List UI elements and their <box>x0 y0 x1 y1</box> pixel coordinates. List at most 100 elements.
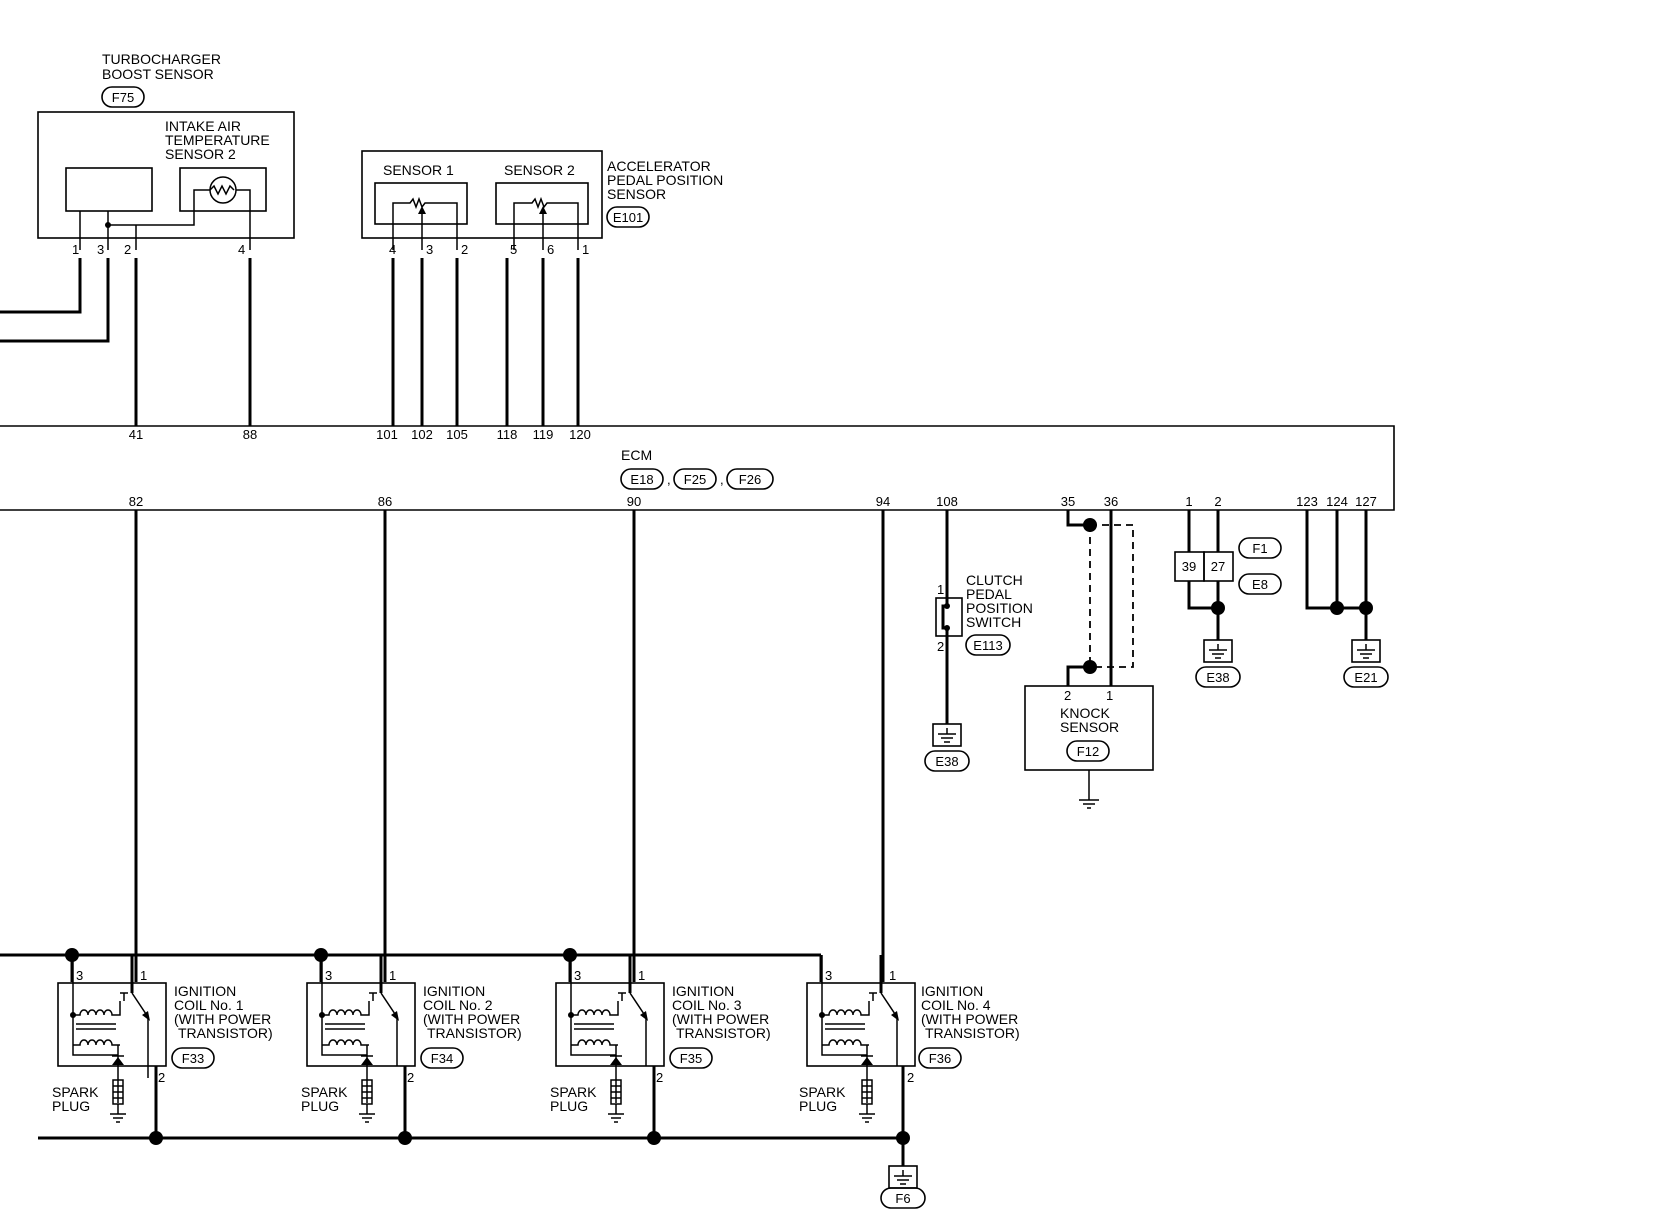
coil3-pin-3: 3 <box>574 968 581 983</box>
ecm-connector-f26: F26 <box>739 472 761 487</box>
ecm-pin-102: 102 <box>411 427 433 442</box>
ecm-pin-123: 123 <box>1296 494 1318 509</box>
coil1-pin-3: 3 <box>76 968 83 983</box>
potentiometer-icon <box>392 196 458 250</box>
accel-s1-pin-3: 3 <box>426 242 433 257</box>
ignition-coil-4: 3 1 2 IGNITION COIL No. 4 (WITH POWER TR… <box>799 953 1020 1138</box>
boost-sensor-element <box>65 167 153 212</box>
boost-sensor-title-1: TURBOCHARGER <box>102 51 221 67</box>
ground-e38-badge-1[interactable] <box>924 750 970 772</box>
accel-s2-pin-5: 5 <box>510 242 517 257</box>
accel-sensor-title-2: PEDAL POSITION <box>607 172 723 188</box>
coil1-connector-badge[interactable] <box>171 1047 215 1069</box>
boost-sensor-box <box>37 111 295 239</box>
coil4-label-1: IGNITION <box>921 983 983 999</box>
accel-s1-pin-4: 4 <box>389 242 396 257</box>
clutch-label-4: SWITCH <box>966 614 1021 630</box>
junction-f1-badge[interactable] <box>1238 537 1282 559</box>
knock-label-1: KNOCK <box>1060 705 1110 721</box>
knock-connector-label: F12 <box>1077 744 1099 759</box>
clutch-switch-group: 1 2 CLUTCH PEDAL POSITION SWITCH E113 E3… <box>924 510 1033 772</box>
ground-e38-label-2: E38 <box>1206 670 1229 685</box>
wire-boost-pin1 <box>0 258 82 314</box>
ground-f6-badge[interactable] <box>880 1187 926 1209</box>
junction-e8-badge[interactable] <box>1238 573 1282 595</box>
coil2-label-3: (WITH POWER <box>423 1011 520 1027</box>
boost-pin-1: 1 <box>72 242 79 257</box>
knock-sensor-group: 2 1 KNOCK SENSOR F12 <box>1024 510 1154 809</box>
coil3-connector-label: F35 <box>680 1051 702 1066</box>
clutch-connector-label: E113 <box>973 638 1002 653</box>
boost-sensor-connector-label: F75 <box>112 90 134 105</box>
ground-symbol-icon <box>1351 639 1381 663</box>
ecm-connector-e18-badge[interactable] <box>620 468 664 490</box>
ecm-pin-35: 35 <box>1061 494 1075 509</box>
ground-symbol-icon <box>888 1165 918 1189</box>
spark-plug-4-label-2: PLUG <box>799 1098 837 1114</box>
ecm-pin-118: 118 <box>497 427 518 442</box>
iat-pin-4: 4 <box>238 242 245 257</box>
accelerator-sensor-box <box>361 150 603 239</box>
ecm-label: ECM <box>621 447 652 463</box>
clutch-connector-badge[interactable] <box>965 634 1011 656</box>
coil2-label-1: IGNITION <box>423 983 485 999</box>
svg-text:,: , <box>720 472 724 487</box>
accel-sensor1-label: SENSOR 1 <box>383 162 454 178</box>
coil1-label-4: TRANSISTOR) <box>178 1025 273 1041</box>
ecm-pin-124: 124 <box>1326 494 1348 509</box>
knock-label-2: SENSOR <box>1060 719 1119 735</box>
coil1-label-2: COIL No. 1 <box>174 997 244 1013</box>
ignition-coil-2: 3 1 2 IGNITION COIL No. 2 (WITH POWER TR… <box>301 953 522 1138</box>
ecm-pin-127: 127 <box>1355 494 1377 509</box>
coil2-label-2: COIL No. 2 <box>423 997 493 1013</box>
accel-sensor-title-1: ACCELERATOR <box>607 158 711 174</box>
ecm-pin-101: 101 <box>376 427 398 442</box>
coil2-pin-3: 3 <box>325 968 332 983</box>
knock-connector-badge[interactable] <box>1066 740 1110 762</box>
clutch-label-3: POSITION <box>966 600 1033 616</box>
iat-sensor-label-2: TEMPERATURE <box>165 132 270 148</box>
boost-pin-2: 2 <box>124 242 131 257</box>
coil3-connector-badge[interactable] <box>669 1047 713 1069</box>
coil1-label-1: IGNITION <box>174 983 236 999</box>
ecm-connector-f25: F25 <box>684 472 706 487</box>
junction-group: 39 27 F1 E8 E38 <box>1174 510 1282 688</box>
ecm-pin-105: 105 <box>446 427 468 442</box>
knock-pin-1: 1 <box>1106 688 1113 703</box>
ground-symbol-icon <box>1203 639 1233 663</box>
thermistor-icon <box>209 176 237 204</box>
ecm-pin-86: 86 <box>378 494 392 509</box>
ecm-connector-f26-badge[interactable] <box>726 468 774 490</box>
ecm-pin-36: 36 <box>1104 494 1118 509</box>
ecm-pin-2: 2 <box>1214 494 1221 509</box>
coil1-pin-1: 1 <box>140 968 147 983</box>
accel-sensor-connector-badge[interactable] <box>606 206 650 228</box>
accel-s2-pin-6: 6 <box>547 242 554 257</box>
coil3-label-2: COIL No. 3 <box>672 997 742 1013</box>
ecm-connector-f25-badge[interactable] <box>673 468 717 490</box>
coil4-connector-badge[interactable] <box>918 1047 962 1069</box>
junction-e8-label: E8 <box>1252 577 1268 592</box>
junction-pin-39: 39 <box>1182 559 1196 574</box>
coil2-pin-2: 2 <box>407 1070 414 1085</box>
coil2-connector-badge[interactable] <box>420 1047 464 1069</box>
coil4-label-3: (WITH POWER <box>921 1011 1018 1027</box>
ground-e38-badge-2[interactable] <box>1195 666 1241 688</box>
clutch-pin-1: 1 <box>937 582 944 597</box>
ecm-box <box>0 425 1395 511</box>
ground-e21-group: E21 <box>1305 510 1389 688</box>
coil-winding-icon <box>554 953 666 1105</box>
coil2-label-4: TRANSISTOR) <box>427 1025 522 1041</box>
spark-plug-2-label-1: SPARK <box>301 1084 348 1100</box>
coil2-connector-label: F34 <box>431 1051 453 1066</box>
accel-s2-pin-1: 1 <box>582 242 589 257</box>
clutch-switch-box <box>935 597 963 637</box>
boost-sensor-connector-badge[interactable] <box>101 86 145 108</box>
ground-e21-badge[interactable] <box>1343 666 1389 688</box>
spark-plug-4-label-1: SPARK <box>799 1084 846 1100</box>
coil-winding-icon <box>305 953 417 1105</box>
boost-pin-3: 3 <box>97 242 104 257</box>
iat-sensor-element <box>179 167 267 212</box>
coil4-connector-label: F36 <box>929 1051 951 1066</box>
coil3-pin-2: 2 <box>656 1070 663 1085</box>
